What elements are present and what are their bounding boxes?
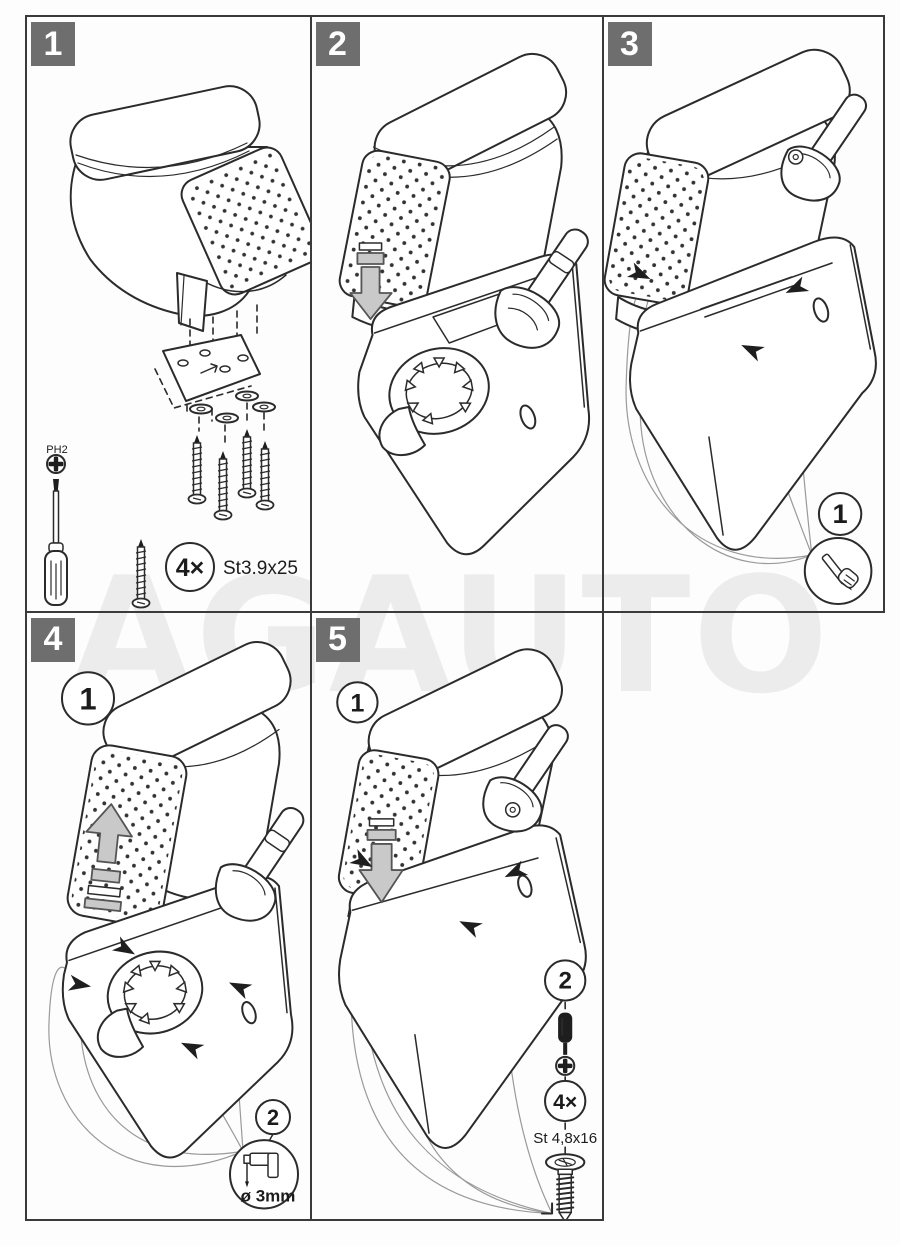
callout-circle-1	[61, 670, 115, 725]
quantity-circle	[543, 1079, 586, 1122]
quantity-circle	[165, 542, 215, 592]
callout-number: 1	[79, 681, 96, 716]
callout-number: 1	[832, 498, 847, 529]
handbrake-lever	[214, 806, 305, 922]
callout-circle-1	[335, 680, 379, 723]
step-badge-4: 4	[31, 617, 75, 662]
gear-opening	[377, 347, 490, 456]
slide-down-arrow-icon	[348, 242, 393, 320]
marker-pen-icon	[821, 553, 859, 591]
panel3-illustration: 1	[603, 48, 877, 605]
step-badge-1: 1	[31, 22, 75, 66]
callout-number: 1	[350, 689, 364, 717]
console-base-illustration	[337, 823, 587, 1149]
corner-mark	[540, 1201, 553, 1214]
panel-step-5: 5 1	[309, 610, 604, 1221]
screw-spec-label: St3.9x25	[223, 558, 298, 579]
panel-step-3: 3	[601, 15, 885, 613]
panel2-illustration	[338, 52, 590, 556]
bit-size-label: PH2	[46, 444, 67, 456]
step-badge-3: 3	[607, 22, 652, 66]
callout-number: 2	[558, 967, 571, 994]
washer-icons	[186, 390, 276, 424]
screwdriver-icon: PH2	[44, 444, 68, 606]
perforated-panel	[180, 146, 310, 296]
panel1-illustration: PH2 4× St3.9x25	[44, 85, 310, 609]
mounting-plate-icon	[154, 334, 261, 409]
phillips-bit-icon	[557, 1012, 572, 1055]
mount-tab	[176, 272, 208, 332]
gear-opening	[96, 950, 204, 1058]
pivot-screw	[787, 149, 804, 165]
callout-circle-1	[817, 492, 862, 536]
screw-icon	[544, 1152, 585, 1219]
quantity-label: 4×	[176, 554, 205, 582]
console-base-illustration	[61, 874, 294, 1158]
drill-size-label: ø 3mm	[241, 1186, 296, 1205]
screw-icons	[187, 402, 275, 521]
screw-spec-label: St 4,8x16	[533, 1130, 597, 1147]
perforated-panel	[603, 152, 709, 306]
panel-step-4: 4 1	[25, 610, 312, 1221]
panel4-illustration: 1	[48, 640, 305, 1209]
slide-down-arrow-icon	[358, 817, 404, 903]
step-badge-2: 2	[315, 22, 360, 66]
side-hole	[241, 1000, 257, 1024]
console-base-illustration	[628, 236, 877, 551]
screw-icon	[131, 538, 151, 609]
armrest-illustration	[69, 85, 310, 332]
side-hole	[518, 404, 536, 430]
callout-circle-2	[543, 958, 586, 1002]
panel-step-1: 1	[25, 15, 312, 613]
panel-step-2: 2	[309, 15, 604, 613]
side-hole	[812, 297, 829, 323]
handbrake-lever	[493, 228, 589, 349]
lift-up-arrow-icon	[83, 802, 133, 912]
callout-number: 2	[267, 1105, 279, 1130]
panel5-illustration: 1	[335, 647, 597, 1219]
quantity-label: 4×	[553, 1091, 577, 1114]
drill-icon	[243, 1151, 279, 1187]
step-badge-5: 5	[315, 617, 360, 662]
pivot-screw	[504, 801, 521, 818]
